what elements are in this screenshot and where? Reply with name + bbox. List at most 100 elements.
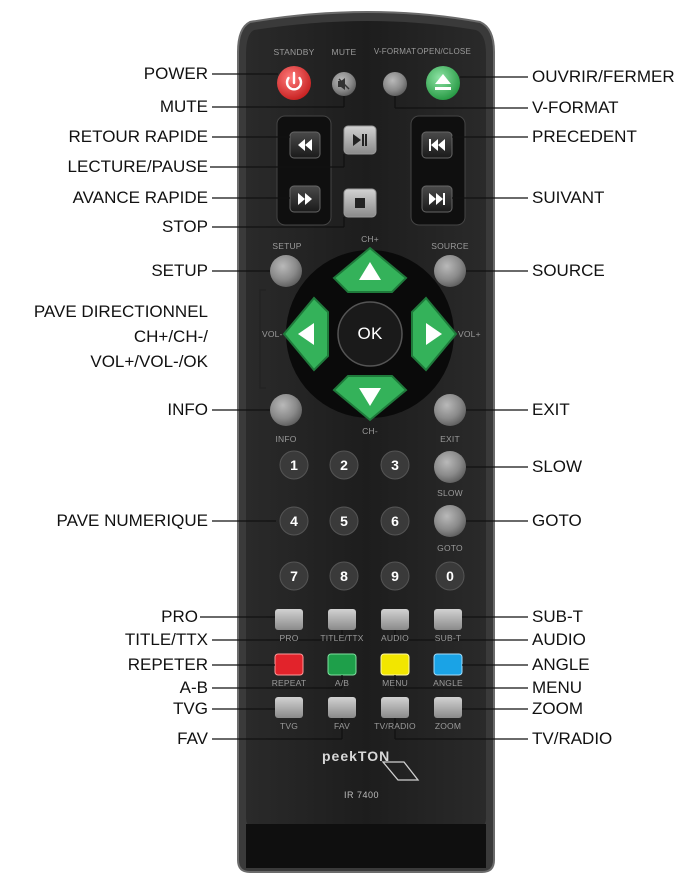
fast-forward-icon xyxy=(298,193,312,205)
number-key-label-9: 9 xyxy=(391,568,399,584)
callout-goto: GOTO xyxy=(532,511,582,530)
arrow-down-icon xyxy=(359,388,381,406)
repeat-label: REPEAT xyxy=(271,678,307,688)
exit-label: EXIT xyxy=(440,434,460,444)
zoom-button[interactable] xyxy=(434,697,462,718)
model-label: IR 7400 xyxy=(344,790,380,800)
callout-avance-rapide: AVANCE RAPIDE xyxy=(72,188,208,207)
callout-precedent: PRECEDENT xyxy=(532,127,637,146)
standby-label: STANDBY xyxy=(273,47,315,57)
tvg-label: TVG xyxy=(279,721,299,731)
title-ttx-label: TITLE/TTX xyxy=(320,633,364,643)
callout-tv-radio: TV/RADIO xyxy=(532,729,613,748)
number-key-0[interactable] xyxy=(435,561,465,591)
play-pause-icon xyxy=(353,134,367,146)
setup-label: SETUP xyxy=(272,241,302,251)
callout-angle: ANGLE xyxy=(532,655,590,674)
ok-button[interactable] xyxy=(337,301,403,367)
number-key-label-7: 7 xyxy=(290,568,298,584)
number-key-9[interactable] xyxy=(380,561,410,591)
callout-fav: FAV xyxy=(177,729,208,748)
number-key-label-1: 1 xyxy=(290,457,298,473)
callout-mute: MUTE xyxy=(159,97,208,116)
callout-exit: EXIT xyxy=(532,400,570,419)
pro-button[interactable] xyxy=(275,609,303,630)
sub-t-button[interactable] xyxy=(434,609,462,630)
number-key-3[interactable] xyxy=(380,450,410,480)
goto-button[interactable] xyxy=(434,505,466,537)
callout-a-b: A-B xyxy=(179,678,208,697)
number-key-label-6: 6 xyxy=(391,513,399,529)
tvg-button[interactable] xyxy=(275,697,303,718)
number-key-1[interactable] xyxy=(279,450,309,480)
callout-menu: MENU xyxy=(532,678,583,697)
callout-retour-rapide: RETOUR RAPIDE xyxy=(68,127,209,146)
brand-logo-shape xyxy=(381,761,420,781)
number-key-2[interactable] xyxy=(329,450,359,480)
number-key-4[interactable] xyxy=(279,506,309,536)
callout-vol: VOL+/VOL-/OK xyxy=(90,352,208,371)
source-button[interactable] xyxy=(434,255,466,287)
callout-audio: AUDIO xyxy=(532,630,586,649)
callout-power: POWER xyxy=(143,64,208,83)
vol-minus-label: VOL- xyxy=(262,329,283,339)
arrow-up-icon xyxy=(359,262,381,280)
rewind-icon xyxy=(298,139,312,151)
callout-stop: STOP xyxy=(162,217,208,236)
callout-sub-t: SUB-T xyxy=(532,607,583,626)
callout-source: SOURCE xyxy=(532,261,605,280)
v-format-button[interactable] xyxy=(383,72,407,96)
callout-slow: SLOW xyxy=(532,457,583,476)
callout-title-ttx: TITLE/TTX xyxy=(124,630,208,649)
callout-pave-directionnel: PAVE DIRECTIONNEL xyxy=(33,302,208,321)
callout-lines xyxy=(200,73,528,740)
slow-button[interactable] xyxy=(434,451,466,483)
fav-label: FAV xyxy=(333,721,351,731)
sub-t-label: SUB-T xyxy=(434,633,462,643)
eject-icon xyxy=(435,74,451,90)
source-label: SOURCE xyxy=(431,241,469,251)
a-b-button[interactable] xyxy=(327,653,357,676)
number-key-label-8: 8 xyxy=(340,568,348,584)
remote-bottom-band xyxy=(246,824,486,868)
fav-button[interactable] xyxy=(328,697,356,718)
menu-button[interactable] xyxy=(380,653,410,676)
ch-minus-label: CH- xyxy=(362,426,378,436)
info-label: INFO xyxy=(275,434,297,444)
number-key-7[interactable] xyxy=(279,561,309,591)
pro-label: PRO xyxy=(279,633,299,643)
repeat-button[interactable] xyxy=(274,653,304,676)
tv-radio-button[interactable] xyxy=(381,697,409,718)
number-key-label-5: 5 xyxy=(340,513,348,529)
ok-label: OK xyxy=(357,324,383,343)
audio-label: AUDIO xyxy=(381,633,409,643)
mute-icon xyxy=(338,78,350,90)
callout-ch: CH+/CH-/ xyxy=(133,327,208,346)
brand-logo: peekTON xyxy=(322,748,391,764)
callout-pro: PRO xyxy=(161,607,198,626)
slow-label: SLOW xyxy=(437,488,463,498)
dpad-bracket xyxy=(259,289,266,389)
exit-button[interactable] xyxy=(434,394,466,426)
number-key-label-4: 4 xyxy=(290,513,298,529)
a-b-label: A/B xyxy=(334,678,350,688)
setup-button[interactable] xyxy=(270,255,302,287)
info-button[interactable] xyxy=(270,394,302,426)
angle-button[interactable] xyxy=(433,653,463,676)
callout-tvg: TVG xyxy=(173,699,208,718)
callout-info: INFO xyxy=(167,400,208,419)
title-ttx-button[interactable] xyxy=(328,609,356,630)
callout-zoom: ZOOM xyxy=(532,699,583,718)
number-key-8[interactable] xyxy=(329,561,359,591)
vol-plus-label: VOL+ xyxy=(458,329,481,339)
callout-repeter: REPETER xyxy=(127,655,208,674)
number-key-5[interactable] xyxy=(329,506,359,536)
next-icon xyxy=(429,193,445,205)
audio-button[interactable] xyxy=(381,609,409,630)
angle-label: ANGLE xyxy=(433,678,463,688)
arrow-right-icon xyxy=(426,323,442,345)
number-key-6[interactable] xyxy=(380,506,410,536)
ch-plus-label: CH+ xyxy=(361,234,379,244)
